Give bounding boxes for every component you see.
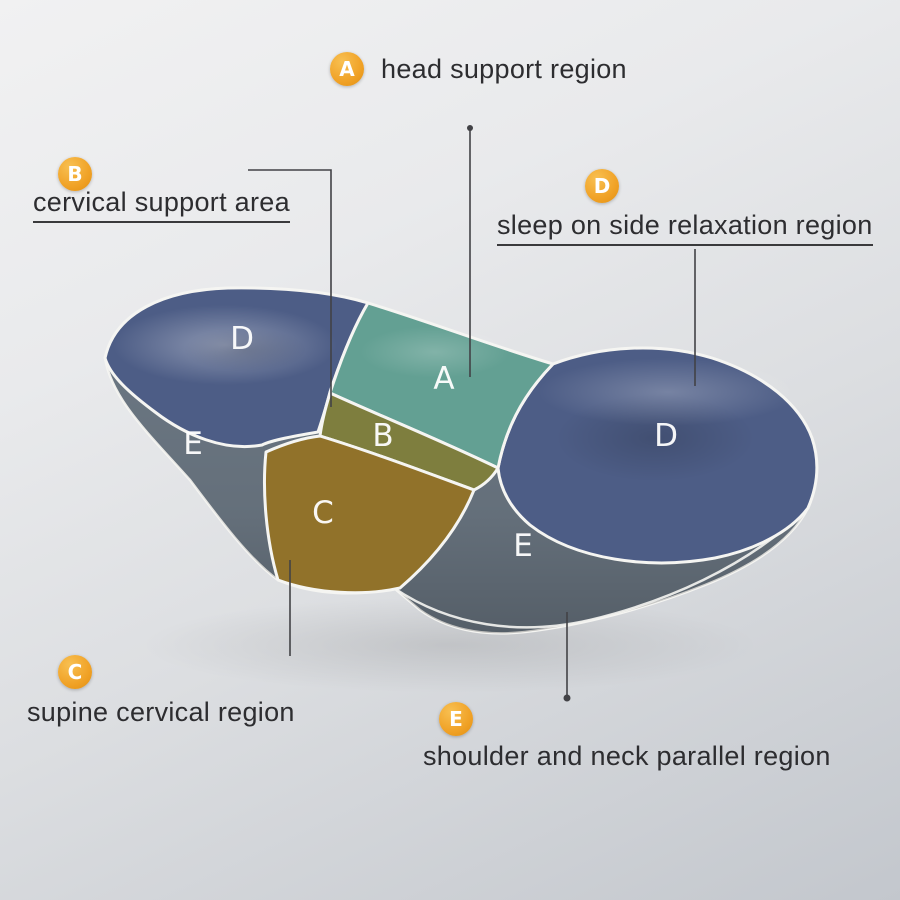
- callout-a-text: head support region: [381, 54, 627, 84]
- callout-a-badge: A: [330, 52, 364, 86]
- bottom-seam: [393, 509, 807, 629]
- pillow-letter-right-lobe-d: D: [654, 418, 678, 454]
- leader-lines: [248, 125, 696, 702]
- right-lobe-highlight: [538, 358, 798, 426]
- leader-dot-e: [563, 694, 571, 702]
- callout-d-text: sleep on side relaxation region: [497, 209, 873, 246]
- callout-d-badge: D: [585, 169, 619, 203]
- ground-shadow: [140, 597, 760, 693]
- callout-e-badge: E: [439, 702, 473, 736]
- pillow-letter-shoulder-e: E: [513, 528, 533, 564]
- pillow-letter-left-side-e: E: [183, 426, 203, 462]
- pillow-letter-left-lobe-d: D: [230, 321, 254, 357]
- callout-b-text: cervical support area: [33, 186, 290, 223]
- callout-c-badge: C: [58, 655, 92, 689]
- head-region-highlight: [360, 326, 510, 378]
- callout-e-text: shoulder and neck parallel region: [423, 741, 831, 771]
- pillow-letter-cervical-b: B: [372, 418, 393, 454]
- callout-b-badge: B: [58, 157, 92, 191]
- pillow-region-c: [263, 434, 476, 595]
- pillow: D E A B C D E: [103, 286, 819, 635]
- leader-line-b: [248, 169, 332, 407]
- pillow-letter-supine-c: C: [312, 495, 334, 531]
- callout-c-text: supine cervical region: [27, 697, 295, 727]
- pillow-letter-head-a: A: [433, 361, 454, 397]
- left-lobe-dimple: [183, 328, 307, 372]
